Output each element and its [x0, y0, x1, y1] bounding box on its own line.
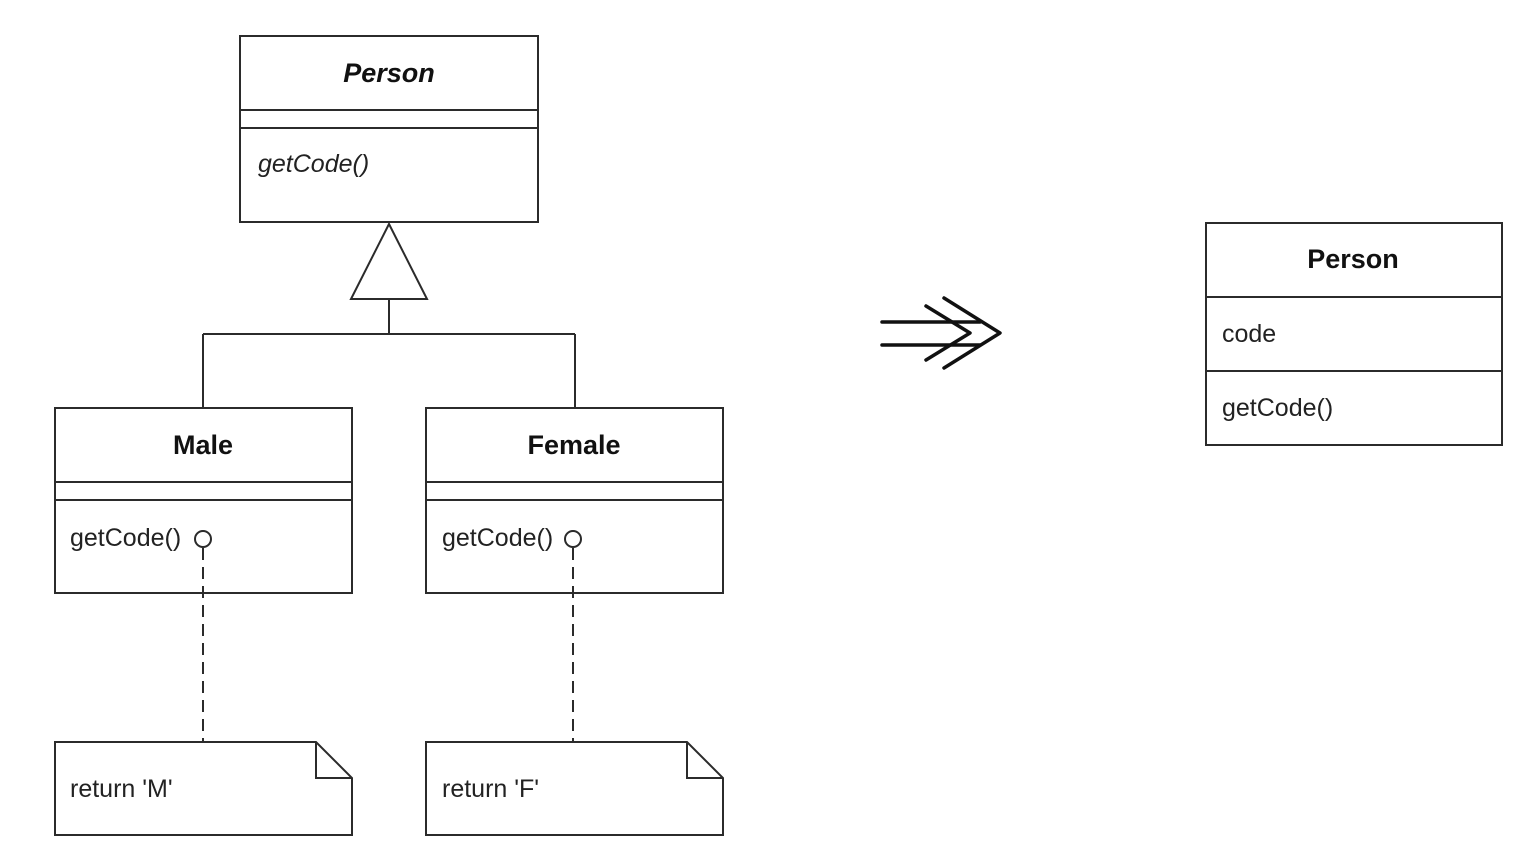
female-note-fold: [686, 742, 723, 779]
person-abstract-class: Person getCode(): [239, 35, 539, 223]
generalization-connector: [202, 221, 576, 408]
implies-arrow-head-inner: [924, 304, 972, 362]
male-class-name: Male: [173, 430, 233, 460]
generalization-triangle: [349, 221, 429, 300]
male-note-box: [54, 741, 353, 836]
female-note-box: [425, 741, 724, 836]
person-concrete-operation: getCode(): [1222, 394, 1333, 422]
male-note: return 'M': [54, 741, 353, 836]
female-note: return 'F': [425, 741, 724, 836]
female-class: Female getCode(): [425, 407, 724, 594]
person-concrete-attribute: code: [1222, 320, 1276, 348]
male-operation: getCode(): [70, 524, 181, 552]
female-note-anchor-circle: [564, 530, 582, 548]
female-note-text: return 'F': [442, 775, 539, 803]
person-concrete-class-name: Person: [1307, 244, 1399, 274]
female-class-name: Female: [527, 430, 620, 460]
male-note-text: return 'M': [70, 775, 173, 803]
male-class: Male getCode(): [54, 407, 353, 594]
person-abstract-class-name: Person: [343, 58, 435, 88]
person-concrete-class-box: [1205, 222, 1503, 446]
implies-arrow-icon: [880, 296, 1002, 370]
male-note-anchor-circle: [194, 530, 212, 548]
male-note-fold: [315, 742, 352, 779]
implies-arrow-head-outer: [942, 296, 1002, 370]
person-abstract-operation: getCode(): [258, 150, 369, 178]
person-concrete-class: Person code getCode(): [1205, 222, 1503, 446]
female-operation: getCode(): [442, 524, 553, 552]
